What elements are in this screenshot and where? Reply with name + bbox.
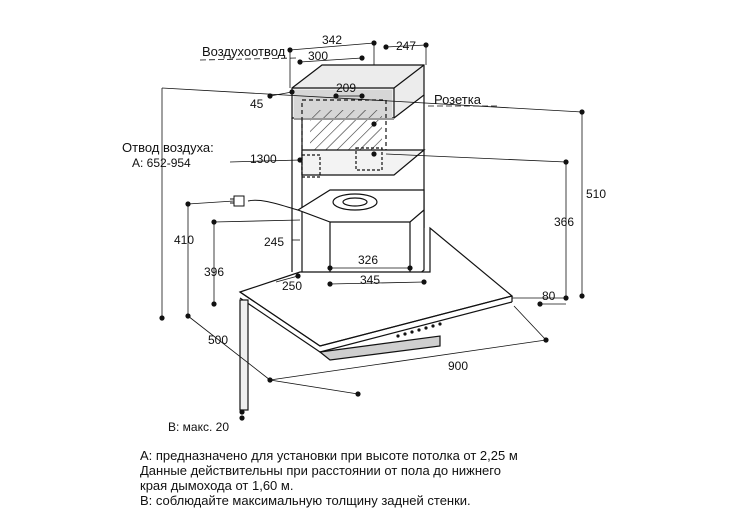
dim-510: 510 (586, 187, 606, 201)
hood-canopy (238, 226, 514, 361)
dim-500: 500 (208, 333, 228, 347)
dim-300: 300 (308, 49, 328, 63)
dim-366: 366 (554, 215, 574, 229)
dimension-dots (159, 40, 585, 421)
dim-209: 209 (336, 81, 356, 95)
dim-410: 410 (174, 233, 194, 247)
note-line: B: соблюдайте максимальную толщину задне… (140, 493, 471, 508)
dim-342: 342 (322, 33, 342, 47)
back-wall (239, 299, 249, 411)
lower-duct (291, 95, 426, 283)
socket-label: Розетка (434, 92, 482, 107)
dim-250: 250 (282, 279, 302, 293)
dim-345: 345 (360, 273, 380, 287)
note-line: A: предназначено для установки при высот… (140, 448, 518, 463)
air-outlet-label: Воздухоотвод (202, 44, 286, 59)
installation-diagram: Воздухоотвод Розетка Отвод воздуха: A: 6… (122, 33, 606, 421)
note-line: Данные действительны при расстоянии от п… (140, 463, 501, 478)
control-buttons (396, 322, 442, 338)
note-line: края дымохода от 1,60 м. (140, 478, 294, 493)
dim-80: 80 (542, 289, 556, 303)
dim-45: 45 (250, 97, 264, 111)
dim-396: 396 (204, 265, 224, 279)
dimension-lines (161, 42, 583, 411)
air-exhaust-label: Отвод воздуха: (122, 140, 214, 155)
dim-326: 326 (358, 253, 378, 267)
b-max-label: B: макс. 20 (168, 420, 229, 434)
power-plug-icon (230, 195, 299, 211)
a-range-label: A: 652-954 (132, 156, 191, 170)
dim-1300: 1300 (250, 152, 277, 166)
notes-block: A: предназначено для установки при высот… (140, 448, 720, 508)
dim-247: 247 (396, 39, 416, 53)
dim-245: 245 (264, 235, 284, 249)
dim-900: 900 (448, 359, 468, 373)
